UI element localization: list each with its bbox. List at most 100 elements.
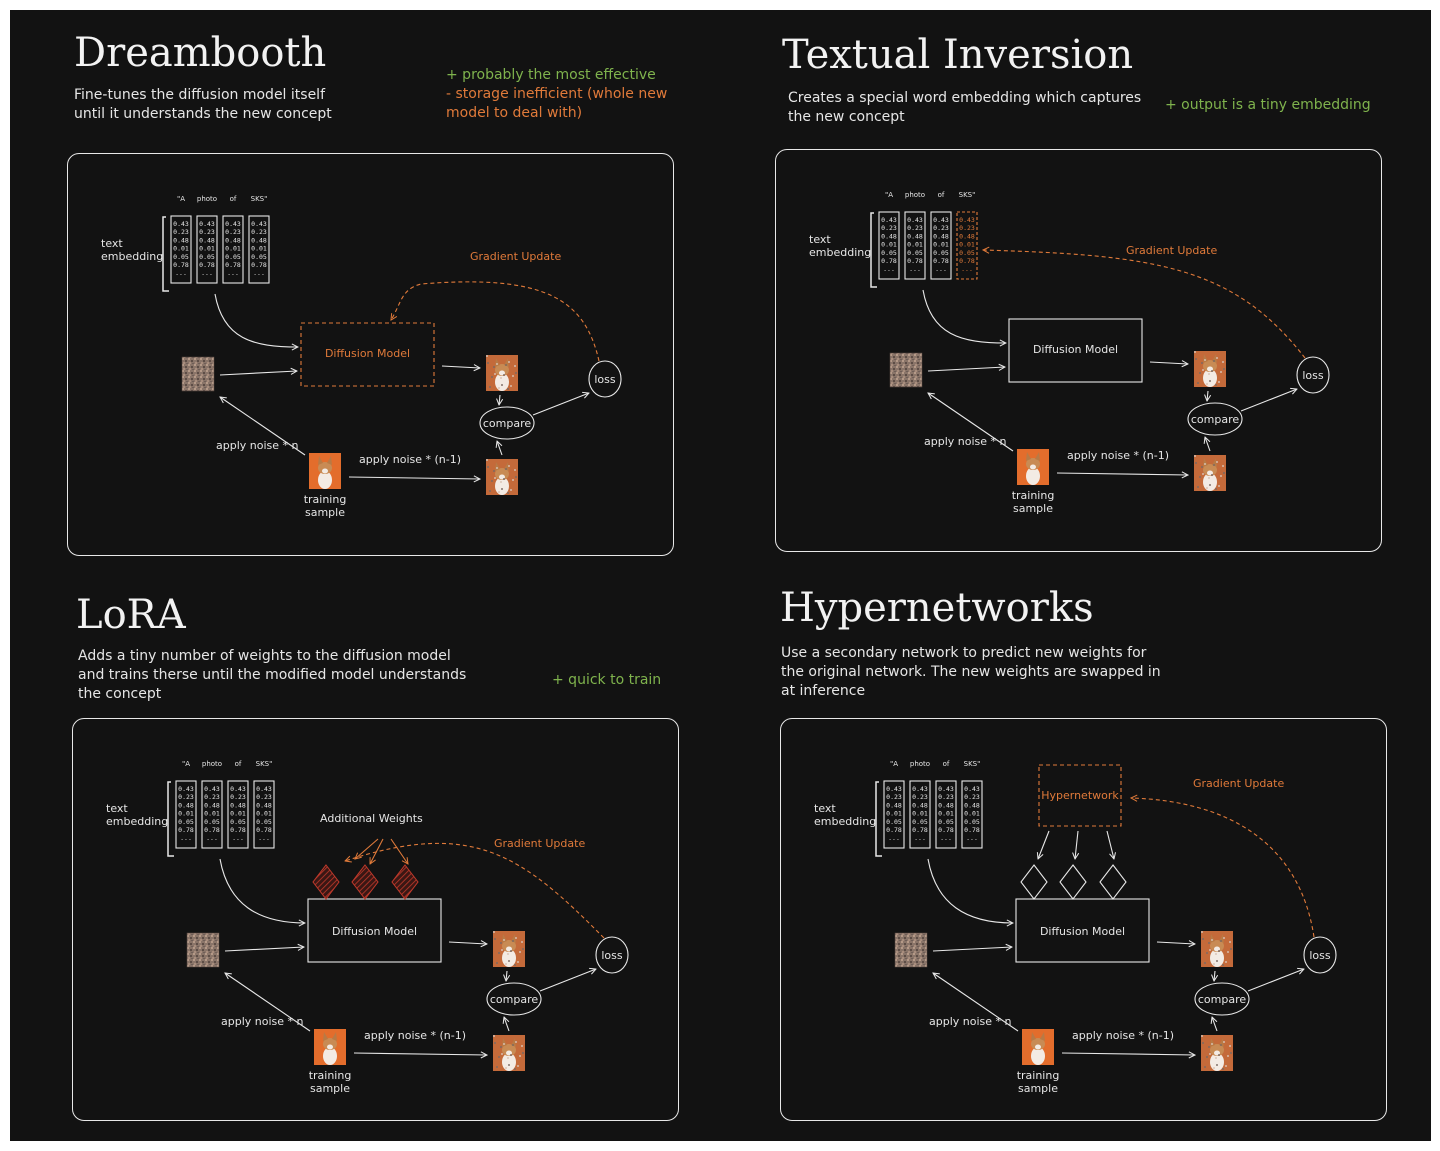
model-to-output-arrow: [1156, 942, 1195, 944]
embedding-value: 0.05: [881, 249, 897, 257]
embedding-value: 0.05: [173, 253, 189, 261]
embedding-value: ...: [180, 834, 192, 842]
embedding-value: ...: [232, 834, 244, 842]
model-to-output-arrow: [448, 942, 487, 944]
embedding-vector: [227, 780, 249, 849]
embedding-value: 0.23: [199, 228, 215, 236]
apply-noise-label: apply noise * n: [924, 435, 1007, 448]
noisy-image: [894, 932, 928, 968]
hypernetwork-box: [1038, 764, 1122, 827]
diffusion-model-label: Diffusion Model: [1040, 925, 1125, 938]
embedding-value: 0.78: [178, 826, 194, 834]
embedding-value: 0.43: [933, 216, 949, 224]
token-label: photo: [197, 195, 217, 203]
embedding-value: 0.43: [204, 785, 220, 793]
predicted-image: [1201, 931, 1233, 967]
embedding-value: 0.23: [933, 224, 949, 232]
embedding-vector: [222, 215, 244, 284]
embedding-arrow: [214, 293, 298, 347]
embedding-vector: [909, 780, 931, 849]
embedding-value: 0.43: [907, 216, 923, 224]
apply-noise-arrow: [225, 973, 311, 1032]
noisy-target-image: [1194, 455, 1226, 491]
embedding-value: 0.23: [173, 228, 189, 236]
compare-label: compare: [1198, 993, 1246, 1006]
embedding-value: 0.01: [251, 245, 267, 253]
pro-note: + quick to train: [552, 672, 662, 688]
additional-weight-arrow: [390, 838, 408, 864]
embedding-vector: [196, 215, 218, 284]
apply-noise-n1-label: apply noise * (n-1): [1067, 449, 1169, 462]
pro-note: + probably the most effective: [446, 67, 656, 83]
noisy-target-image: [486, 459, 518, 495]
embedding-value: ...: [966, 834, 978, 842]
apply-noise-n1-arrow: [1056, 473, 1188, 475]
embedding-value: 0.78: [912, 826, 928, 834]
embedding-value: ...: [201, 269, 213, 277]
embedding-value: 0.23: [251, 228, 267, 236]
embedding-value: 0.43: [173, 220, 189, 228]
embedding-value: 0.78: [204, 826, 220, 834]
embedding-value: 0.23: [230, 793, 246, 801]
noise-to-model-arrow: [219, 371, 297, 376]
embedding-value: 0.43: [199, 220, 215, 228]
embedding-value: 0.23: [959, 224, 975, 232]
hypernetwork-output-arrow: [1106, 830, 1114, 859]
embedding-value: 0.05: [964, 818, 980, 826]
embedding-vector: [201, 780, 223, 849]
embedding-value: 0.78: [173, 261, 189, 269]
embedding-value: ...: [883, 265, 895, 273]
loss-node: [588, 360, 622, 398]
noise-to-model-arrow: [932, 947, 1012, 952]
embedding-value: 0.48: [907, 232, 923, 240]
panel-description: Creates a special word embedding which c…: [788, 90, 1142, 125]
target-to-compare-arrow: [1212, 1017, 1218, 1032]
token-label: SKS": [959, 191, 976, 199]
loss-node: [1303, 936, 1337, 974]
apply-noise-n1-arrow: [353, 1053, 487, 1055]
embedding-value: 0.48: [230, 801, 246, 809]
embedding-value: 0.05: [256, 818, 272, 826]
embedding-vector: [878, 211, 900, 280]
embedding-value: ...: [914, 834, 926, 842]
embedding-value: 0.78: [964, 826, 980, 834]
embedding-value: ...: [935, 265, 947, 273]
diagram-svg: "A0.430.230.480.010.050.78...photo0.430.…: [106, 760, 629, 1095]
apply-noise-arrow: [220, 397, 306, 456]
embedding-vector: [930, 211, 952, 280]
token-label: "A: [890, 760, 898, 768]
embedding-value: 0.43: [964, 785, 980, 793]
diffusion-model-label: Diffusion Model: [1033, 343, 1118, 356]
weight-diamond: [1099, 864, 1127, 900]
diagram-svg: "A0.430.230.480.010.050.78...photo0.430.…: [101, 195, 622, 519]
apply-noise-n1-arrow: [1061, 1053, 1195, 1055]
embedding-value: 0.48: [173, 236, 189, 244]
embedding-value: 0.01: [173, 245, 189, 253]
embedding-value: 0.05: [907, 249, 923, 257]
output-to-compare-arrow: [499, 394, 500, 405]
panel-title: Hypernetworks: [780, 585, 1094, 631]
noise-to-model-arrow: [224, 947, 304, 952]
embedding-value: 0.78: [938, 826, 954, 834]
apply-noise-arrow: [928, 393, 1014, 452]
embedding-vector: [248, 215, 270, 284]
noise-to-model-arrow: [927, 367, 1005, 372]
additional-weight-arrow: [355, 838, 379, 859]
gradient-update-arrow: [1131, 798, 1315, 938]
embedding-bracket: [875, 781, 882, 857]
embedding-value: ...: [909, 265, 921, 273]
target-to-compare-arrow: [497, 441, 503, 456]
token-label: photo: [910, 760, 930, 768]
embedding-arrow: [927, 858, 1013, 923]
apply-noise-label: apply noise * n: [216, 439, 299, 452]
loss-node: [1296, 356, 1330, 394]
embedding-value: 0.43: [225, 220, 241, 228]
embedding-value: 0.05: [938, 818, 954, 826]
embedding-value: ...: [175, 269, 187, 277]
embedding-value: 0.78: [886, 826, 902, 834]
target-to-compare-arrow: [1205, 437, 1211, 452]
additional-weight-diamond: [312, 864, 340, 900]
